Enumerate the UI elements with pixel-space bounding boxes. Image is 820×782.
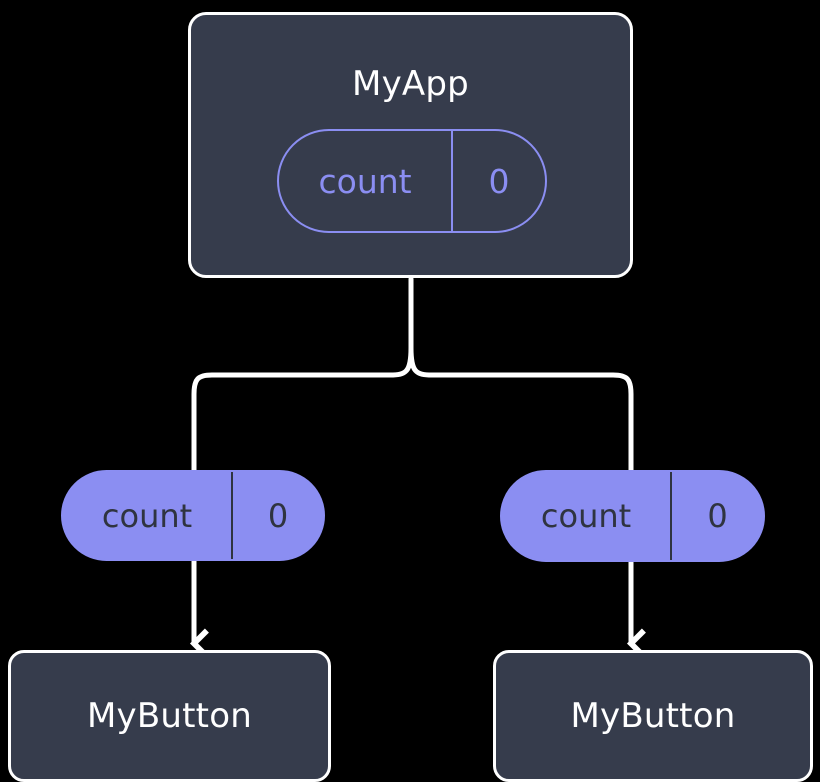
state-pill-root[interactable]: count 0: [277, 129, 547, 233]
component-box-mybutton-right[interactable]: MyButton: [493, 650, 813, 782]
prop-pill-left[interactable]: count 0: [61, 470, 325, 561]
component-name-mybutton-right: MyButton: [570, 696, 736, 736]
state-pill-root-value: 0: [451, 131, 545, 231]
prop-pill-right[interactable]: count 0: [500, 470, 765, 562]
parent-to-children-connector: [191, 276, 634, 473]
prop-pill-right-value: 0: [670, 472, 763, 560]
component-name-myapp: MyApp: [352, 64, 469, 104]
prop-pill-right-key: count: [540, 497, 632, 535]
component-name-mybutton-left: MyButton: [87, 696, 252, 736]
prop-pill-left-key: count: [101, 496, 193, 535]
state-pill-root-key: count: [318, 161, 412, 201]
prop-pill-left-value: 0: [231, 472, 323, 559]
component-box-mybutton-left[interactable]: MyButton: [8, 650, 331, 782]
prop-to-child-arrows: [189, 561, 646, 659]
